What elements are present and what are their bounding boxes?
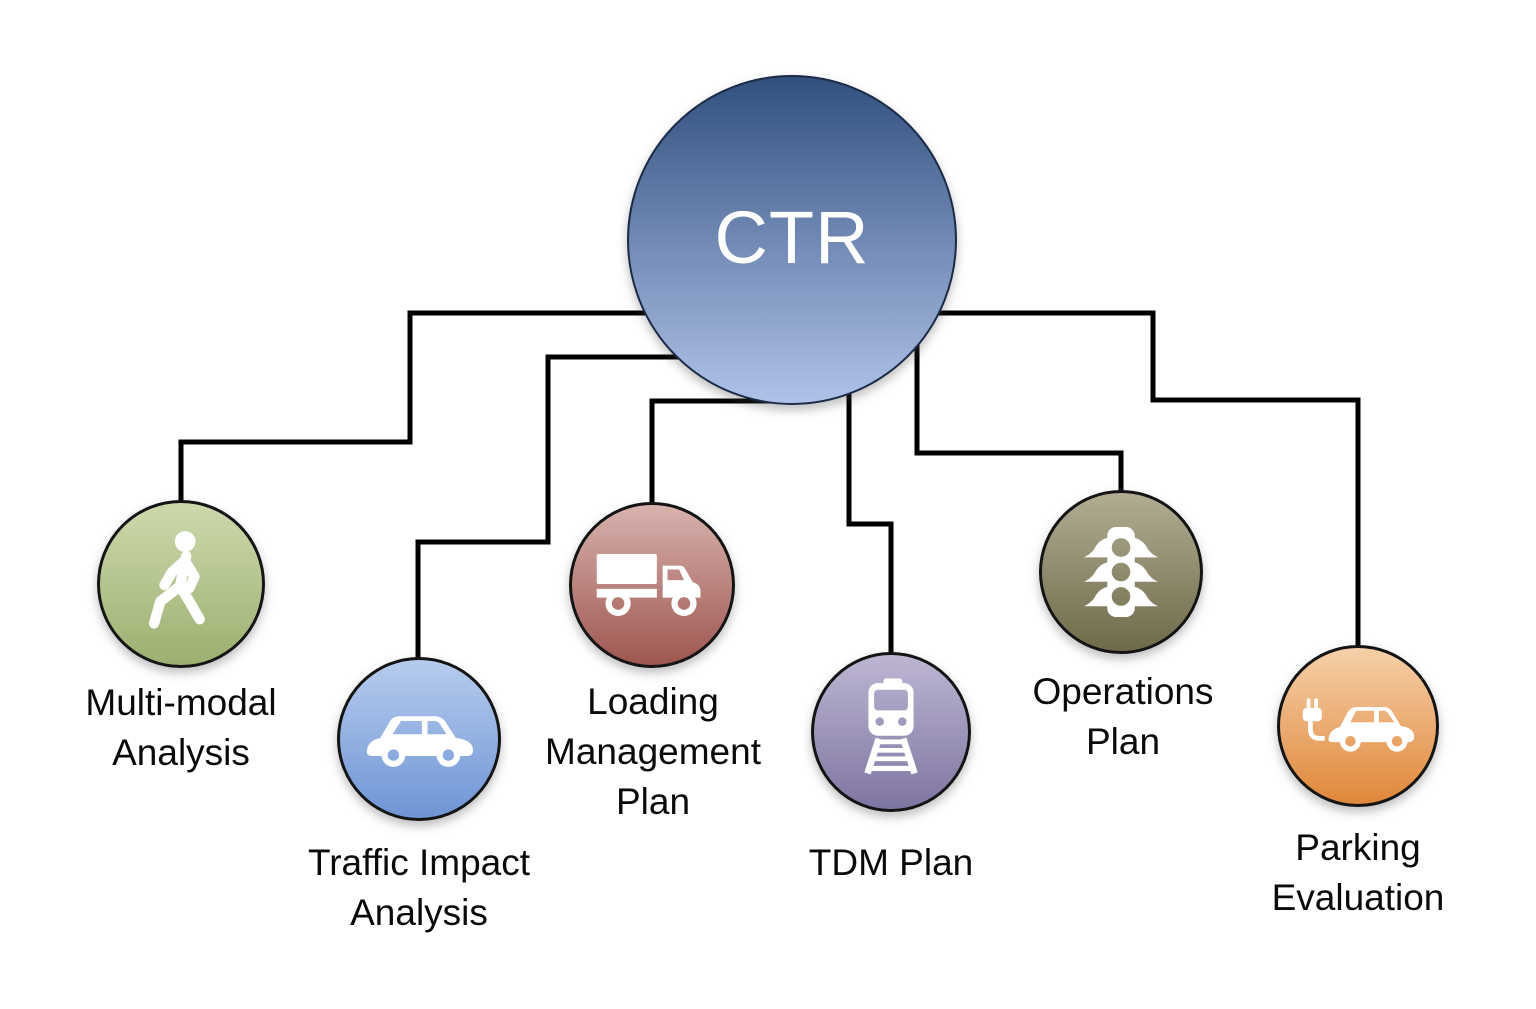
connector-parking-evaluation xyxy=(935,310,1361,700)
connector-traffic-impact-analysis xyxy=(415,354,700,700)
node-ctr-label: CTR xyxy=(714,196,870,279)
node-multi-modal-analysis xyxy=(97,500,265,668)
truck-icon xyxy=(589,544,715,626)
node-loading-management-plan-label: Loading Management Plan xyxy=(545,681,761,822)
node-tdm-plan xyxy=(811,652,971,812)
node-loading-management-plan xyxy=(569,502,735,668)
node-traffic-impact-analysis-label: Traffic Impact Analysis xyxy=(307,842,531,933)
node-parking-evaluation xyxy=(1277,645,1439,807)
connector-tdm-plan xyxy=(846,390,894,700)
node-operations-plan-label: Operations Plan xyxy=(1032,671,1214,762)
node-traffic-impact-analysis xyxy=(337,657,501,821)
node-ctr: CTR xyxy=(627,75,957,405)
car-icon xyxy=(357,703,481,775)
ev-car-icon xyxy=(1296,687,1420,765)
pedestrian-icon xyxy=(148,531,205,629)
traffic-light-icon xyxy=(1074,521,1168,623)
train-icon xyxy=(844,675,938,789)
node-parking-evaluation-label: Parking Evaluation xyxy=(1271,827,1445,918)
connector-multi-modal-analysis xyxy=(178,310,700,560)
node-operations-plan xyxy=(1039,490,1203,654)
node-multi-modal-analysis-label: Multi-modal Analysis xyxy=(85,682,277,773)
node-tdm-plan-label: TDM Plan xyxy=(808,842,974,883)
